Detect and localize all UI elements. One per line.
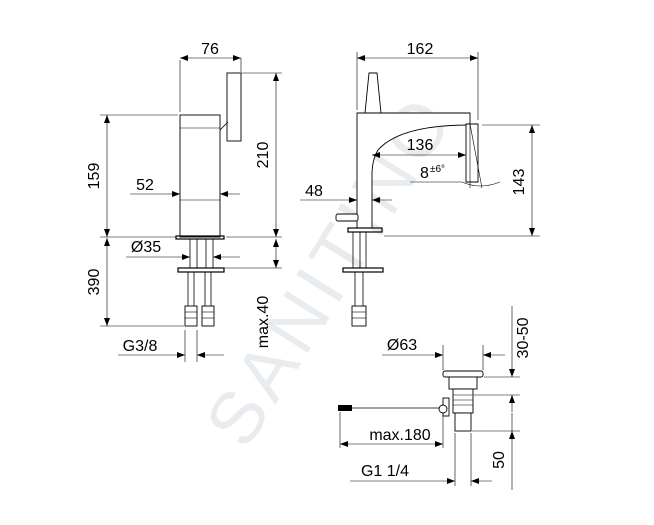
dim-48-label: 48 xyxy=(305,183,323,200)
dim-159-label: 159 xyxy=(86,163,103,190)
dim-52-label: 52 xyxy=(136,177,154,194)
dim-max40-label: max.40 xyxy=(255,296,272,349)
waste-stopper xyxy=(448,376,478,390)
dim-max180-label: max.180 xyxy=(369,427,430,444)
side-popup-knob xyxy=(335,213,359,222)
dim-g114-label: G1 1/4 xyxy=(361,463,409,480)
front-nut-plate xyxy=(177,267,225,273)
front-lever-joint xyxy=(219,121,229,131)
waste-flange xyxy=(442,370,484,378)
side-body xyxy=(356,112,471,229)
dim-136-label: 136 xyxy=(407,137,434,154)
dim-76-label: 76 xyxy=(201,41,219,58)
dim-3050-label: 30-50 xyxy=(515,317,532,358)
waste-pipe xyxy=(454,412,472,432)
dim-143-label: 143 xyxy=(511,169,528,196)
side-hose-nut xyxy=(351,305,367,327)
dim-g38-label: G3/8 xyxy=(123,338,158,355)
waste-view: Ø63 30-50 max.180 G1 1/4 50 xyxy=(338,306,532,490)
waste-rod-pivot xyxy=(438,404,448,414)
front-base xyxy=(175,235,225,240)
waste-rod-end xyxy=(338,405,352,411)
angle-value: 8 xyxy=(420,165,429,182)
angle-line-1 xyxy=(469,123,483,189)
dim-162-label: 162 xyxy=(407,41,434,58)
dim-210-label: 210 xyxy=(255,142,272,169)
side-view: 162 136 8 ±6° 143 48 xyxy=(300,41,540,327)
front-view: 76 159 210 52 Ø35 390 max.40 G3/8 xyxy=(86,41,282,362)
dim-d63-label: Ø63 xyxy=(387,337,417,354)
front-body xyxy=(179,114,221,238)
front-hose-nut-left xyxy=(184,305,198,327)
angle-arc xyxy=(461,181,501,187)
side-spout-hidden xyxy=(465,123,479,183)
side-base xyxy=(347,227,383,233)
front-lever xyxy=(226,72,242,142)
dim-390-label: 390 xyxy=(86,269,103,296)
dim-d35-label: Ø35 xyxy=(131,239,161,256)
angle-tolerance: ±6° xyxy=(430,164,445,175)
dim-50-label: 50 xyxy=(491,451,508,469)
front-hose-nut-right xyxy=(201,305,215,327)
waste-body xyxy=(452,388,474,414)
side-lever xyxy=(364,72,382,114)
